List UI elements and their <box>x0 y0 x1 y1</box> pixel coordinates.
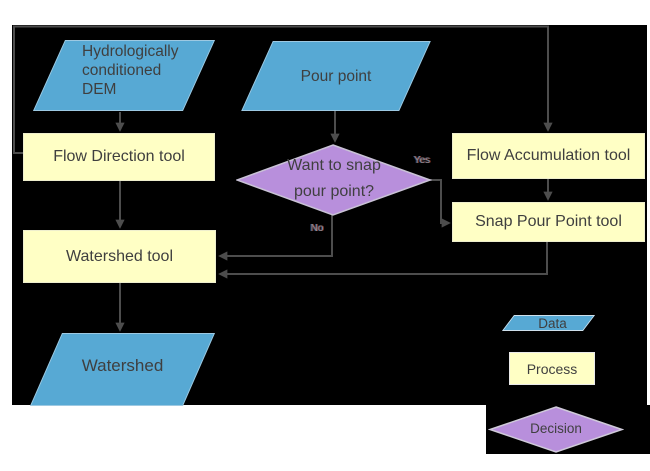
node-snap-pour-point-tool: Snap Pour Point tool <box>452 202 645 242</box>
node-flow-accumulation-tool: Flow Accumulation tool <box>452 133 645 179</box>
node-dem-line2: conditioned <box>82 62 162 79</box>
node-dem-line1: Hydrologically <box>82 43 179 60</box>
node-flow-accumulation-label: Flow Accumulation tool <box>466 147 631 164</box>
legend-process-shape: Process <box>509 352 595 385</box>
node-decision-line1: Want to snap <box>287 157 381 174</box>
legend-decision-label: Decision <box>530 421 582 436</box>
node-watershed-tool-label: Watershed tool <box>65 247 173 265</box>
legend-decision-shape: Decision <box>487 406 625 453</box>
decision-diamond-shape <box>234 144 433 216</box>
node-flow-direction-tool: Flow Direction tool <box>23 133 215 181</box>
node-dem-label: Hydrologically conditioned DEM <box>82 42 212 99</box>
node-snap-pour-point-label: Snap Pour Point tool <box>475 213 622 230</box>
node-watershed-tool: Watershed tool <box>23 230 216 283</box>
legend-data-label: Data <box>538 316 567 331</box>
edge-label-no: No <box>310 223 324 234</box>
node-decision: Want to snap pour point? <box>234 144 433 216</box>
edge-label-yes: Yes <box>413 155 431 166</box>
edge-flowdirection-to-flowaccumulation <box>13 25 553 154</box>
node-watershed-label: Watershed <box>81 356 164 375</box>
edge-decision-yes-to-snappourpoint <box>430 179 451 228</box>
edge-snappourpoint-to-watershedtool <box>218 242 548 279</box>
edge-decision-no-to-watershedtool <box>218 215 333 261</box>
legend-decision-diamond <box>487 406 625 453</box>
node-flow-direction-label: Flow Direction tool <box>53 148 185 165</box>
node-decision-line2: pour point? <box>293 183 375 200</box>
node-pour-point-label: Pour point <box>300 68 372 85</box>
node-dem-line3: DEM <box>82 81 117 98</box>
legend-process-label: Process <box>526 360 578 377</box>
